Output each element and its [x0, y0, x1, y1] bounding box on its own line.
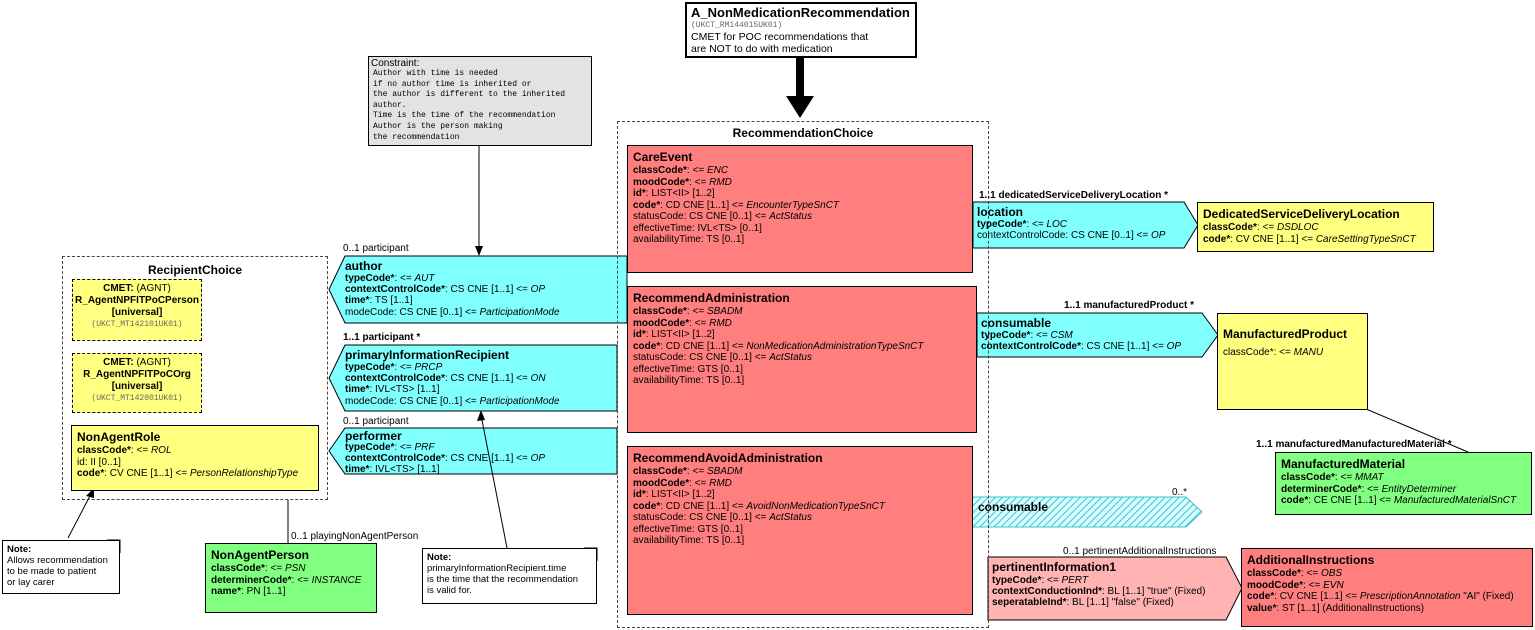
location-participation: location typeCode*: <= LOC contextContro… — [973, 202, 1187, 248]
consumable-participation: consumable typeCode*: <= CSM contextCont… — [977, 313, 1218, 357]
performer-title: performer — [345, 429, 402, 443]
pertinent-multiplicity: 0..1 pertinentAdditionalInstructions — [1063, 546, 1217, 557]
recipient-choice: RecipientChoice — [62, 256, 328, 500]
recommend-administration-class: RecommendAdministration classCode*: <= S… — [627, 286, 977, 433]
manufactured-material-multiplicity: 1..1 manufacturedManufacturedMaterial * — [1256, 439, 1452, 450]
entry-arrow-shaft — [796, 58, 804, 98]
non-agent-person-class: NonAgentPerson classCode*: <= PSN determ… — [205, 543, 377, 613]
pertinent-title: pertinentInformation1 — [992, 560, 1117, 574]
manufactured-product-class: ManufacturedProduct classCode*: <= MANU — [1217, 313, 1368, 410]
entry-point-title: A_NonMedicationRecommendation — [691, 5, 910, 20]
non-agent-role-class: NonAgentRole classCode*: <= ROL id: II [… — [71, 425, 319, 491]
manufactured-material-class: ManufacturedMaterial classCode*: <= MMAT… — [1275, 452, 1532, 515]
primary-information-recipient-participation: primaryInformationRecipient typeCode*: <… — [341, 345, 617, 411]
entry-point-code: (UKCT_RM144015UK01) — [691, 21, 783, 30]
consumable-hatched-multiplicity: 0..* — [1172, 487, 1188, 498]
consumable-arrow-shape — [976, 312, 1219, 358]
recipient-choice-title: RecipientChoice — [147, 263, 243, 277]
constraint-label: Constraint: — [371, 58, 420, 69]
consumable-hatched-title: consumable — [978, 500, 1049, 514]
manufactured-product-title: ManufacturedProduct — [1223, 327, 1348, 341]
cmet-person: CMET: (AGNT) R_AgentNPFITPoCPerson [univ… — [72, 279, 202, 341]
non-agent-person-title: NonAgentPerson — [211, 548, 310, 562]
recommend-avoid-administration-class: RecommendAvoidAdministration classCode*:… — [627, 446, 973, 615]
recommend-administration-title: RecommendAdministration — [633, 291, 790, 305]
note-recipient: Note: Allows recommendation to be made t… — [2, 540, 120, 594]
pertinent-information-act-relationship: pertinentInformation1 typeCode*: <= PERT… — [988, 557, 1234, 620]
dedicated-location-title: DedicatedServiceDeliveryLocation — [1203, 207, 1400, 221]
location-title: location — [977, 205, 1024, 219]
constraint-note: Constraint: Author with time is needed i… — [368, 56, 592, 146]
entry-point-desc-1: CMET for POC recommendations that — [691, 31, 869, 43]
consumable-product-multiplicity: 1..1 manufacturedProduct * — [1064, 300, 1195, 311]
author-title: author — [345, 259, 383, 273]
performer-multiplicity: 0..1 participant — [343, 416, 409, 427]
care-event-title: CareEvent — [633, 150, 693, 164]
consumable-title: consumable — [981, 316, 1052, 330]
constraint-text: Author with time is needed if no author … — [373, 69, 566, 142]
consumable-hatched-participation: consumable — [974, 497, 1194, 527]
primary-multiplicity: 1..1 participant * — [343, 332, 421, 343]
location-multiplicity: 1..1 dedicatedServiceDeliveryLocation * — [979, 190, 1168, 201]
entry-point-desc-2: are NOT to do with medication — [691, 43, 833, 55]
location-arrow-shape — [972, 201, 1199, 249]
author-multiplicity: 0..1 participant — [343, 243, 409, 254]
note-primary-recipient-time: Note: primaryInformationRecipient.time i… — [422, 548, 597, 604]
cmet-org: CMET: (AGNT) R_AgentNPFITPoCOrg [univers… — [72, 353, 202, 413]
additional-instructions-class: AdditionalInstructions classCode*: <= OB… — [1241, 548, 1533, 627]
author-arrow-shape — [328, 255, 628, 324]
entry-arrow-head — [786, 96, 814, 118]
performer-participation: performer typeCode*: <= PRF contextContr… — [341, 428, 617, 474]
recommendation-choice-title: RecommendationChoice — [732, 126, 874, 140]
recommendation-choice: RecommendationChoice — [617, 121, 989, 628]
dedicated-service-delivery-location-class: DedicatedServiceDeliveryLocation classCo… — [1197, 202, 1434, 252]
performer-arrow-shape — [328, 427, 618, 475]
author-participation: author typeCode*: <= AUT contextControlC… — [341, 256, 627, 323]
entry-point-box: A_NonMedicationRecommendation (UKCT_RM14… — [685, 2, 917, 58]
manufactured-material-title: ManufacturedMaterial — [1281, 457, 1406, 471]
non-agent-person-multiplicity: 0..1 playingNonAgentPerson — [291, 531, 419, 542]
primary-title: primaryInformationRecipient — [345, 348, 510, 362]
additional-instructions-title: AdditionalInstructions — [1247, 553, 1375, 567]
non-agent-role-title: NonAgentRole — [77, 430, 161, 444]
recommend-avoid-administration-title: RecommendAvoidAdministration — [633, 451, 823, 465]
care-event-class: CareEvent classCode*: <= ENC moodCode*: … — [627, 145, 973, 273]
